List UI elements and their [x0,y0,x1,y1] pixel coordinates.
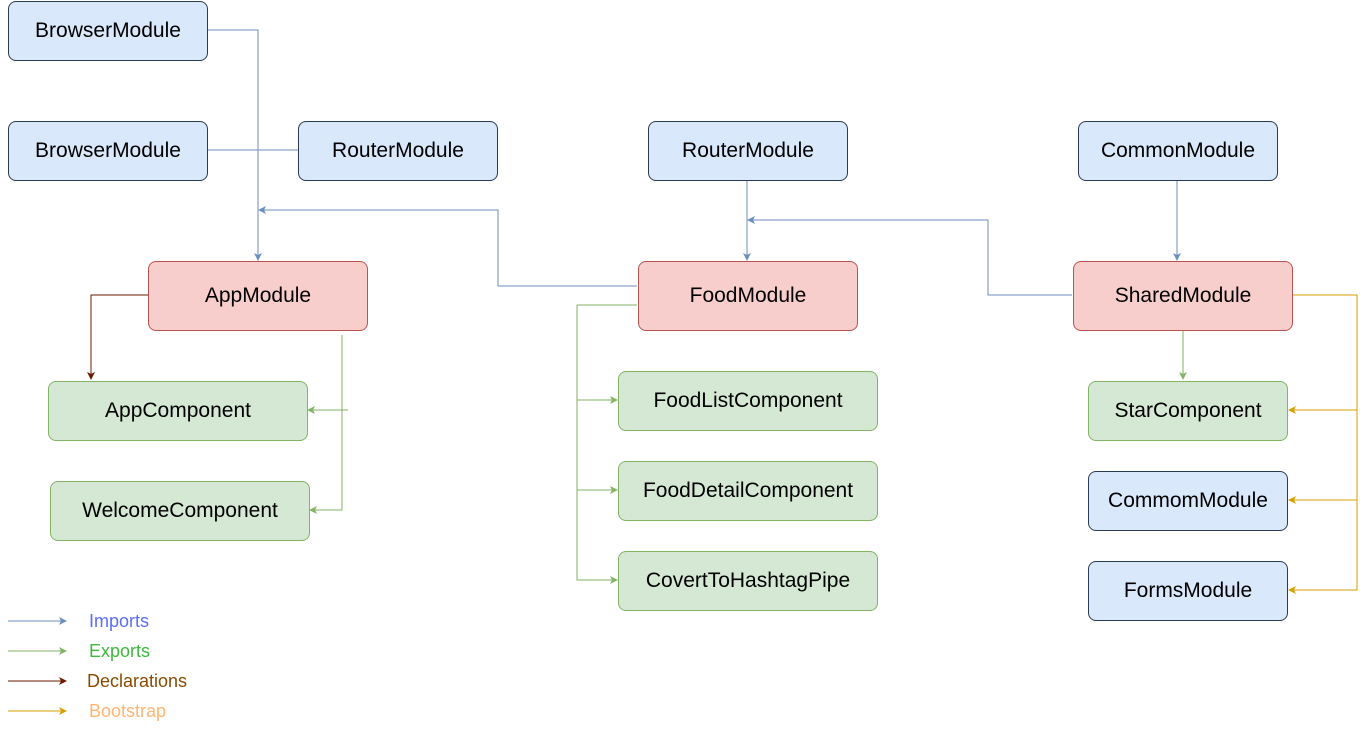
app-component-node: AppComponent [48,381,308,441]
legend-label-exports: Exports [89,641,151,661]
declaration-edge-app-component [87,294,148,380]
import-edge-food-to-app [258,206,637,287]
welcome-component-node: WelcomeComponent [50,481,310,541]
app-module-node: AppModule [148,261,368,331]
food-list-component-node: FoodListComponent [618,371,878,431]
star-component-node: StarComponent [1088,381,1288,441]
export-edge-food-trunk [576,304,637,584]
covert-to-hashtag-pipe-node: CovertToHashtagPipe [618,551,878,611]
legend-label-declarations: Declarations [87,671,188,691]
forms-module-node: FormsModule [1088,561,1288,621]
legend-label-bootstrap: Bootstrap [89,701,167,721]
router-module-node-2: RouterModule [648,121,848,181]
export-edge-app-welcome [309,335,343,514]
browser-module-node-1: BrowserModule [8,1,208,61]
browser-module-node-2: BrowserModule [8,121,208,181]
food-module-node: FoodModule [638,261,858,331]
import-edge-shared-to-food [747,216,1072,296]
commom-module-node: CommomModule [1088,471,1288,531]
router-module-node-1: RouterModule [298,121,498,181]
food-detail-component-node: FoodDetailComponent [618,461,878,521]
shared-module-node: SharedModule [1073,261,1293,331]
common-module-node: CommonModule [1078,121,1278,181]
bootstrap-edge-trunk [1288,294,1358,594]
import-edge-browser-to-app [207,29,262,261]
legend-label-imports: Imports [89,611,150,631]
